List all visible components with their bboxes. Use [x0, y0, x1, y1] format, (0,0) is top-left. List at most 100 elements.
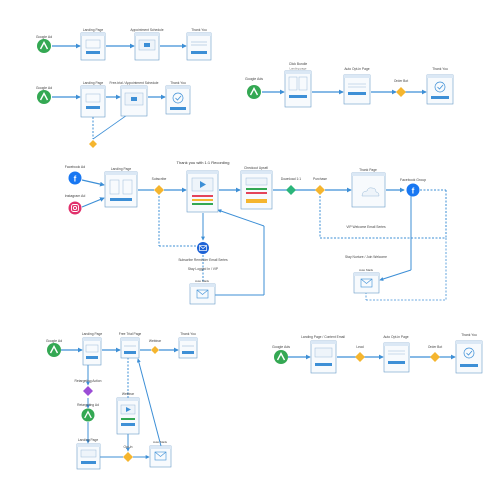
step-label: Webinar	[149, 339, 162, 343]
node-label: VIP Welcome Email Series	[346, 225, 386, 229]
page-label: Landing Page	[82, 332, 103, 336]
page-label: Landing Page	[83, 28, 104, 32]
email-sequence-node[interactable]	[189, 283, 216, 305]
funnel-1: Google Ad Landing Page Appointment Sched…	[36, 28, 212, 61]
opt-in-page-node[interactable]	[383, 342, 410, 373]
thank-you-page-node[interactable]	[178, 337, 198, 359]
google-ads-icon	[37, 90, 51, 104]
node-label: Stay Logged In / VIP	[188, 267, 219, 271]
node-label: Auto Mails	[195, 279, 210, 283]
page-label: Landing Page / Content Email	[301, 335, 345, 339]
google-ads-icon	[274, 350, 288, 364]
thank-you-page-node[interactable]	[165, 85, 191, 115]
landing-page-node[interactable]	[310, 340, 337, 374]
funnel-4: f Facebook Ad Instagram Ad Landing Page …	[65, 160, 447, 305]
page-label: Landing Page	[78, 438, 99, 442]
page-label: Thank You	[432, 67, 448, 71]
page-label: Appointment Schedule	[130, 28, 163, 32]
click-bundle-page-node[interactable]	[284, 70, 312, 108]
decision-label: Retargeting Action	[75, 379, 102, 383]
email-sequence-node[interactable]	[149, 445, 172, 468]
instagram-icon	[68, 201, 82, 215]
node-label: Facebook Group	[400, 178, 426, 182]
source-label: Google Ad	[36, 86, 52, 90]
thank-you-page-node[interactable]	[426, 74, 454, 105]
landing-page-node[interactable]	[104, 171, 138, 208]
svg-text:f: f	[412, 187, 415, 196]
order-bot-step	[430, 352, 440, 362]
funnel-3: Google Ads Click Bundle Landing page Aut…	[245, 62, 454, 108]
page-label: Thank Page	[359, 168, 377, 172]
page-label: Landing Page	[111, 167, 132, 171]
purchase-step	[315, 185, 325, 195]
order-bot-step	[396, 87, 406, 97]
node-label: Auto Mails	[359, 268, 374, 272]
webinar-step	[151, 346, 159, 354]
page-label: Free-trial / Appointment Schedule	[110, 81, 159, 85]
source-label: Google Ads	[272, 345, 290, 349]
page-label: Thank You	[191, 28, 207, 32]
source-label: Instagram Ad	[65, 194, 86, 198]
email-sequence-node[interactable]	[353, 272, 380, 294]
node-label: Auto Mails	[153, 440, 168, 444]
page-label: Landing Page	[83, 81, 104, 85]
node-label: Subscribe Reminder Email Series	[178, 258, 228, 262]
appointment-page-node[interactable]	[134, 32, 160, 61]
opt-in-page-node[interactable]	[343, 74, 371, 105]
source-label: Google Ads	[245, 77, 263, 81]
funnel-2: Google Ad Landing Page Free-trial / Appo…	[36, 81, 191, 148]
page-label: Auto Opt-in Page	[383, 335, 408, 339]
checkout-upsell-page-node[interactable]	[240, 170, 273, 210]
funnel-5: Google Ad Landing Page Free Trial Page W…	[46, 332, 198, 470]
landing-page-node[interactable]	[82, 337, 102, 366]
subscribe-step	[154, 185, 164, 195]
page-label: Thank you with 1:1 Recording	[177, 160, 230, 165]
page-label: Free Trial Page	[119, 332, 142, 336]
page-label: Auto Opt-in Page	[344, 67, 369, 71]
page-label: Webinar	[122, 392, 135, 396]
landing-page-node[interactable]	[80, 32, 106, 61]
node-label: Stay Nurture / Join Welcome	[345, 255, 387, 259]
step-label: Purchase	[313, 177, 327, 181]
landing-page-node[interactable]	[76, 443, 101, 470]
step-label: Subscribe	[152, 177, 167, 181]
google-ads-icon	[37, 39, 51, 53]
thank-you-page-node[interactable]	[455, 340, 483, 374]
webinar-page-node[interactable]	[116, 397, 140, 435]
download-step	[286, 185, 296, 195]
opt-in-step	[123, 452, 133, 462]
schedule-page-node[interactable]	[120, 85, 148, 117]
free-trial-page-node[interactable]	[120, 337, 140, 359]
source-label: Facebook Ad	[65, 165, 85, 169]
page-sublabel: Landing page	[290, 67, 307, 71]
landing-page-node[interactable]	[80, 85, 106, 118]
page-label: Thank You	[461, 333, 477, 337]
facebook-icon: f	[406, 183, 420, 197]
funnel-6: Google Ads Landing Page / Content Email …	[272, 333, 483, 374]
page-label: Checkout Upsell	[244, 166, 268, 170]
step-label: Lead	[356, 345, 364, 349]
step-label: Order Bot	[394, 79, 408, 83]
thank-you-page-node[interactable]	[186, 32, 212, 61]
page-label: Click Bundle	[289, 62, 307, 66]
google-ads-icon	[247, 85, 261, 99]
recording-page-node[interactable]	[186, 170, 219, 213]
thank-page-node[interactable]	[351, 172, 386, 208]
lead-step	[355, 352, 365, 362]
step-label: Opt-in	[124, 445, 133, 449]
source-label: Google Ad	[46, 339, 62, 343]
google-ads-icon	[81, 408, 95, 422]
page-label: Thank You	[180, 332, 196, 336]
facebook-icon: f	[68, 171, 82, 185]
svg-text:f: f	[74, 175, 77, 184]
step-label: Download 1:1	[281, 177, 301, 181]
decision-diamond	[89, 140, 97, 148]
source-label: Retargeting Ad	[77, 403, 99, 407]
source-label: Google Ad	[36, 35, 52, 39]
decision-diamond	[83, 386, 93, 396]
step-label: Order Bot	[428, 345, 442, 349]
email-icon	[197, 242, 209, 254]
google-ads-icon	[47, 343, 61, 357]
page-label: Thank You	[170, 81, 186, 85]
